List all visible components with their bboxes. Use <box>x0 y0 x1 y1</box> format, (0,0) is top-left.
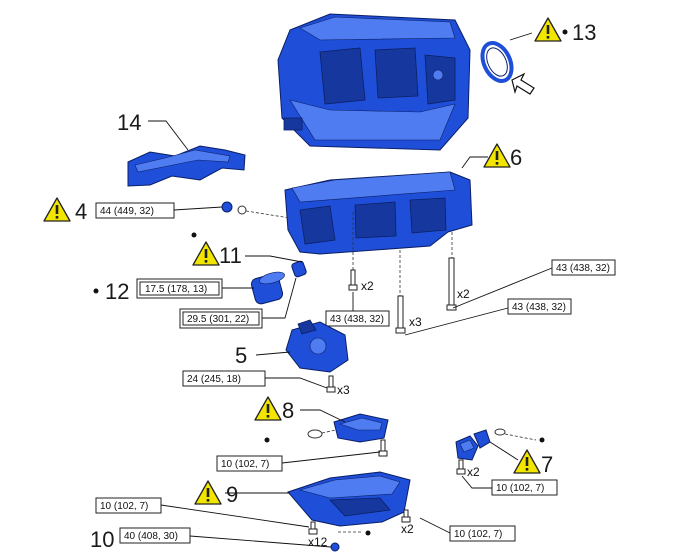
warning-11-icon <box>192 241 220 266</box>
torque-6a: 43 (438, 32) <box>330 314 384 325</box>
callout-10: 10 <box>90 527 114 552</box>
warning-8-icon <box>254 396 282 421</box>
torque-box-12b <box>182 311 260 326</box>
replace-dot-10-icon <box>365 530 371 536</box>
oil-pan <box>287 471 411 527</box>
torque-7: 10 (102, 7) <box>496 483 544 494</box>
torque-box-7 <box>491 479 558 496</box>
torque-box-6b <box>551 259 616 276</box>
warning-9-icon <box>194 480 222 505</box>
valve-o-ring <box>494 428 506 436</box>
torque-box-4 <box>95 202 175 219</box>
torque-6b: 43 (438, 32) <box>556 263 610 274</box>
qty-7: x2 <box>467 465 480 479</box>
warning-4-icon <box>43 197 71 222</box>
callout-6: 6 <box>510 145 522 170</box>
replace-dot-8-icon <box>264 437 270 443</box>
drain-plug <box>330 542 340 552</box>
oil-seal-ring <box>480 41 514 83</box>
replace-dot-7-icon <box>539 437 545 443</box>
warning-6-icon <box>483 143 511 168</box>
torque-6c: 43 (438, 32) <box>512 302 566 313</box>
qty-6b: x3 <box>409 315 422 329</box>
torque-box-6c <box>507 298 572 315</box>
pump-bolt <box>328 375 334 389</box>
qty-6a: x2 <box>361 279 374 293</box>
replace-dot-4-icon <box>191 232 197 238</box>
warning-7-icon <box>513 449 541 474</box>
callout-9: 9 <box>226 482 238 507</box>
warning-13-icon <box>534 17 562 42</box>
callout-8: 8 <box>282 398 294 423</box>
torque-box-10 <box>119 527 191 544</box>
torque-9a: 10 (102, 7) <box>100 501 148 512</box>
upper-engine-block <box>277 13 471 151</box>
strainer-bolt <box>380 439 386 453</box>
gasket-4 <box>237 205 247 215</box>
torque-box-6a <box>325 310 390 327</box>
torque-8: 10 (102, 7) <box>221 459 269 470</box>
oil-pump <box>285 319 349 373</box>
torque-10: 40 (408, 30) <box>124 531 178 542</box>
oil-strainer <box>333 413 389 443</box>
oil-filter <box>250 271 285 305</box>
replace-dot-12-icon <box>93 288 99 294</box>
torque-box-9b <box>449 525 516 542</box>
qty-5: x3 <box>337 383 350 397</box>
baffle-plate <box>127 145 246 187</box>
torque-box-9a <box>95 497 162 514</box>
torque-4: 44 (449, 32) <box>100 206 154 217</box>
callout-12: 12 <box>105 279 129 304</box>
qty-6c: x2 <box>457 287 470 301</box>
oil-control-valve <box>455 429 491 461</box>
callout-13: 13 <box>572 20 596 45</box>
plug-4 <box>221 201 233 213</box>
torque-9b: 10 (102, 7) <box>454 529 502 540</box>
strainer-gasket <box>307 429 323 439</box>
torque-box-12a <box>139 281 220 296</box>
lower-crankcase <box>284 171 473 255</box>
crankcase-bolts <box>348 212 457 334</box>
torque-12a: 17.5 (178, 13) <box>145 284 207 295</box>
qty-9b: x2 <box>401 522 414 536</box>
torque-box-5 <box>182 370 266 387</box>
callout-14: 14 <box>117 110 141 135</box>
callout-4: 4 <box>75 199 87 224</box>
install-direction-arrow-icon <box>511 72 535 95</box>
torque-12b: 29.5 (301, 22) <box>187 314 249 325</box>
callout-11: 11 <box>219 243 242 268</box>
torque-5: 24 (245, 18) <box>187 374 241 385</box>
callout-7: 7 <box>541 452 553 477</box>
oil-filter-union <box>291 260 307 278</box>
torque-box-8 <box>216 455 283 472</box>
replace-dot-13-icon <box>562 29 568 35</box>
callout-5: 5 <box>235 343 247 368</box>
